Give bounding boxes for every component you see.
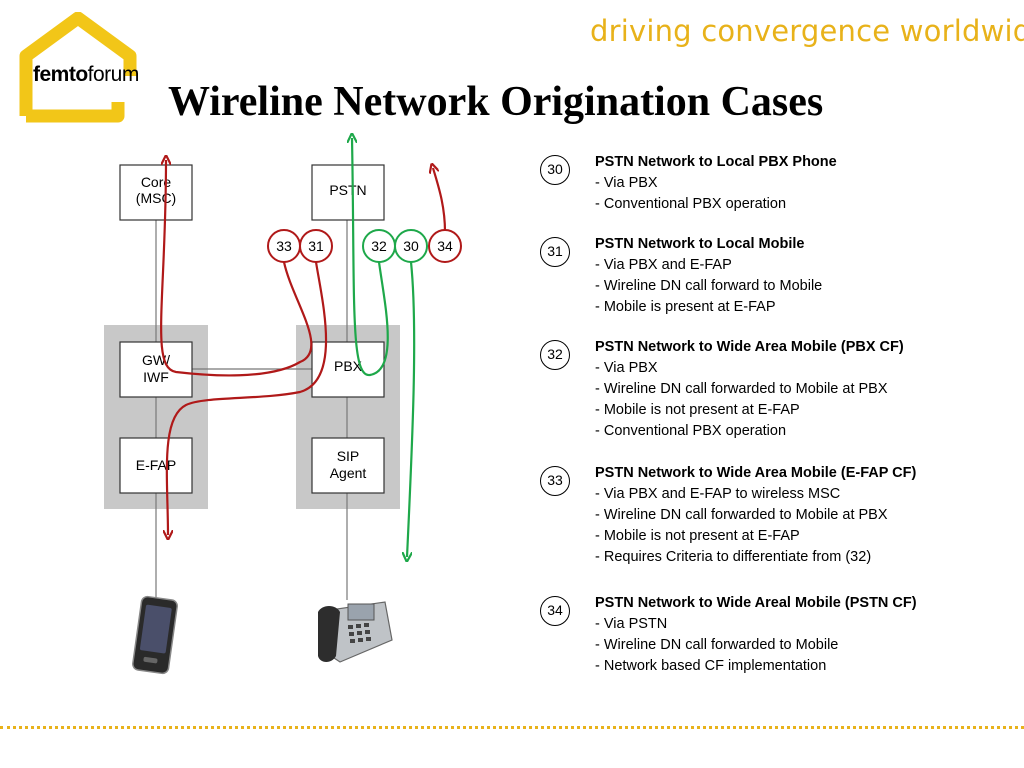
case-line: - Via PBX [595, 360, 658, 376]
case-title: PSTN Network to Local PBX Phone [595, 154, 837, 170]
logo-normal: forum [87, 63, 140, 86]
sip-label-1: SIP [337, 448, 360, 464]
case-line: - Wireline DN call forwarded to Mobile [595, 637, 839, 653]
case-title: PSTN Network to Wide Areal Mobile (PSTN … [595, 595, 917, 611]
gw-iwf-box [119, 341, 193, 398]
desk-phone-icon [318, 601, 393, 663]
case-line: - Mobile is not present at E-FAP [595, 528, 800, 544]
sip-agent-box [311, 437, 385, 494]
case-line: - Requires Criteria to differentiate fro… [595, 549, 872, 565]
case-line: - Wireline DN call forwarded to Mobile a… [595, 507, 888, 523]
case-number: 32 [540, 340, 570, 370]
case-title: PSTN Network to Wide Area Mobile (PBX CF… [595, 339, 904, 355]
core-label-1: Core [141, 174, 172, 190]
marker-32-label: 32 [371, 238, 387, 254]
marker-31-label: 31 [308, 238, 324, 254]
pbx-label: PBX [334, 358, 363, 374]
efap-label: E-FAP [136, 457, 176, 473]
tagline: driving convergence worldwide [590, 14, 1024, 48]
case-line: - Mobile is present at E-FAP [595, 299, 776, 315]
pstn-label: PSTN [329, 182, 366, 198]
case-line: - Network based CF implementation [595, 658, 827, 674]
case-line: - Wireline DN call forward to Mobile [595, 278, 823, 294]
case-line: - Mobile is not present at E-FAP [595, 402, 800, 418]
marker-30-label: 30 [403, 238, 419, 254]
core-label-2: (MSC) [136, 190, 176, 206]
femtoforum-logo [19, 12, 137, 123]
case-number: 34 [540, 596, 570, 626]
case-line: - Via PBX [595, 175, 658, 191]
pbx-box [311, 341, 385, 398]
case-number: 31 [540, 237, 570, 267]
pstn-box [311, 164, 385, 221]
mobile-phone-icon [132, 595, 178, 675]
case-line: - Via PBX and E-FAP to wireless MSC [595, 486, 841, 502]
marker-31-circle [299, 229, 333, 263]
case-body: PSTN Network to Local PBX Phone - Via PB… [595, 152, 837, 215]
path-32 [352, 138, 389, 377]
case-body: PSTN Network to Wide Area Mobile (PBX CF… [595, 337, 904, 442]
path-30 [407, 261, 416, 557]
path-33 [160, 160, 313, 377]
case-line: - Conventional PBX operation [595, 423, 787, 439]
case-line: - Via PSTN [595, 616, 668, 632]
case-body: PSTN Network to Wide Area Mobile (E-FAP … [595, 463, 916, 568]
case-line: - Via PBX and E-FAP [595, 257, 732, 273]
case-title: PSTN Network to Local Mobile [595, 236, 805, 252]
footer-divider [0, 726, 1024, 729]
case-body: PSTN Network to Wide Areal Mobile (PSTN … [595, 593, 917, 677]
page-title: Wireline Network Origination Cases [168, 79, 824, 125]
core-msc-box [119, 164, 193, 221]
case-number: 33 [540, 466, 570, 496]
case-line: - Wireline DN call forwarded to Mobile a… [595, 381, 888, 397]
gw-label-2: IWF [143, 369, 169, 385]
logo-wordmark: femtoforum [33, 63, 139, 87]
marker-30-circle [394, 229, 428, 263]
path-31 [167, 261, 328, 535]
case-title: PSTN Network to Wide Area Mobile (E-FAP … [595, 465, 917, 481]
marker-34-circle [428, 229, 462, 263]
case-body: PSTN Network to Local Mobile - Via PBX a… [595, 234, 822, 318]
marker-34-label: 34 [437, 238, 453, 254]
marker-33-label: 33 [276, 238, 292, 254]
efap-box [119, 437, 193, 494]
sip-label-2: Agent [330, 465, 367, 481]
case-number: 30 [540, 155, 570, 185]
case-line: - Conventional PBX operation [595, 196, 787, 212]
logo-bold: femto [33, 63, 88, 86]
path-34 [433, 168, 447, 233]
connector-lines [155, 220, 348, 600]
